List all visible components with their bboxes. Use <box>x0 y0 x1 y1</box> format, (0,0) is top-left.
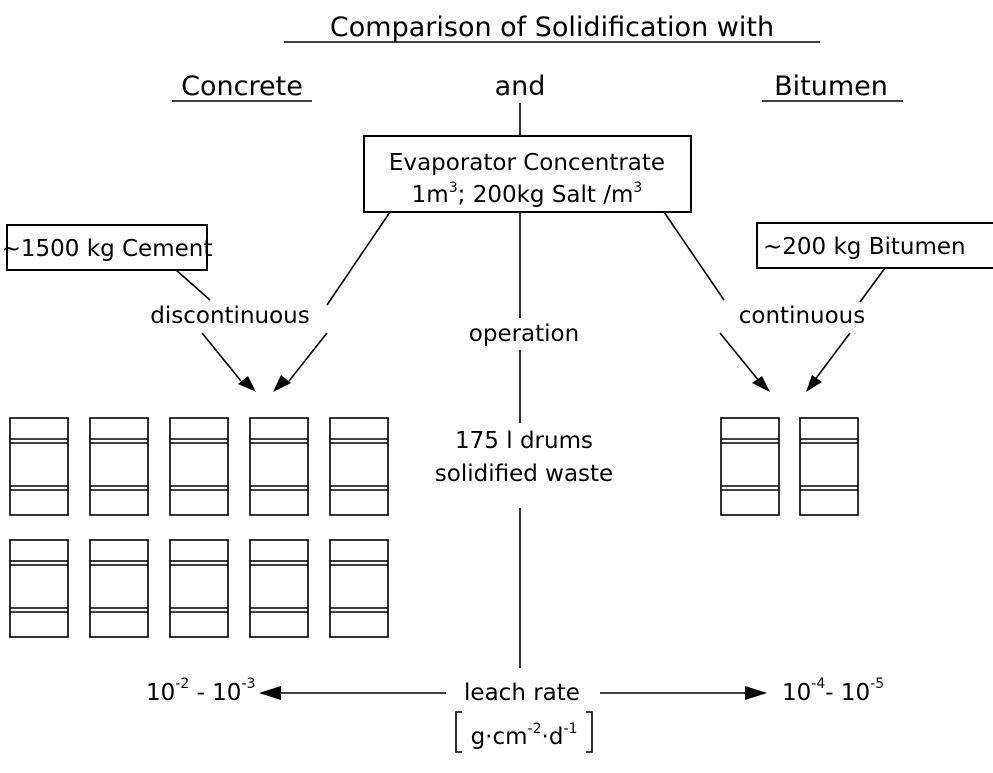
concrete-drum <box>249 417 309 516</box>
cement-line-lower <box>201 332 242 382</box>
bitumen-drum <box>799 417 859 516</box>
leach-arrow-right-head <box>745 686 767 700</box>
continuous-label: continuous <box>739 303 866 329</box>
concrete-drum <box>329 417 389 516</box>
bitumen-box <box>756 222 993 269</box>
concrete-drum <box>9 417 69 516</box>
solidified-waste-label: solidified waste <box>435 461 613 487</box>
unit-bracket-left <box>455 711 462 753</box>
concrete-drum <box>89 539 149 638</box>
bitumen-arrowhead <box>806 375 822 392</box>
evaporator-line1: Evaporator Concentrate <box>389 150 665 176</box>
concrete-leach-rate: 10-2 - 10-3 <box>146 676 255 706</box>
cement-label: ~1500 kg Cement <box>2 236 213 262</box>
bitumen-leach-rate: 10-4- 10-5 <box>782 676 884 706</box>
diagram-title: Comparison of Solidification with <box>330 12 774 43</box>
and-label: and <box>495 71 546 102</box>
evaporator-line2: 1m3; 200kg Salt /m3 <box>412 180 643 208</box>
bitumen-drums <box>720 417 859 516</box>
cement-line-upper <box>175 269 211 301</box>
leach-rate-label: leach rate <box>464 680 580 706</box>
concrete-drum <box>9 539 69 638</box>
concentrate-concrete-arrowhead <box>273 375 291 392</box>
bitumen-drum <box>720 417 780 516</box>
leach-arrow-left-head <box>259 686 281 700</box>
drums-label: 175 l drums <box>455 428 593 454</box>
concrete-drum <box>169 417 229 516</box>
bitumen-line-lower <box>813 332 851 382</box>
concrete-heading: Concrete <box>181 71 303 102</box>
cement-box <box>6 224 208 271</box>
discontinuous-label: discontinuous <box>150 303 309 329</box>
leach-unit: g·cm-2·d-1 <box>471 721 578 750</box>
concrete-drum <box>329 539 389 638</box>
concentrate-to-concrete-line-lower <box>288 332 328 382</box>
bitumen-heading: Bitumen <box>774 71 888 102</box>
bitumen-additive-label: ~200 kg Bitumen <box>763 234 966 260</box>
operation-label: operation <box>469 321 579 347</box>
concentrate-bitumen-arrowhead <box>752 376 770 392</box>
concrete-drum <box>169 539 229 638</box>
concentrate-to-concrete-line-upper <box>326 211 391 306</box>
concentrate-to-bitumen-line-upper <box>663 211 725 301</box>
unit-bracket-right <box>586 711 593 753</box>
concrete-drum <box>249 539 309 638</box>
cement-arrowhead <box>238 376 256 392</box>
evaporator-concentrate-box <box>363 135 692 213</box>
concentrate-to-bitumen-line-lower <box>719 332 760 382</box>
concrete-drums <box>9 417 389 638</box>
concrete-drum <box>89 417 149 516</box>
bitumen-line-upper <box>859 267 886 303</box>
